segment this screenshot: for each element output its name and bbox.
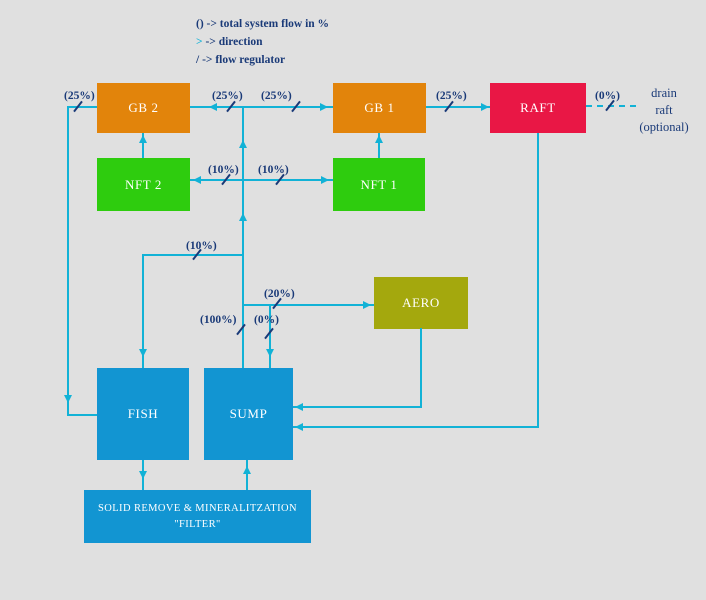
node-filter-label-line1: SOLID REMOVE & MINERALITZATION — [98, 502, 297, 514]
drain-note-line2: raft — [655, 103, 673, 117]
node-nft2-label: NFT 2 — [124, 176, 163, 192]
flow-arrow-into-fish-top — [139, 349, 147, 357]
flow-arrow-into-gb2 — [209, 103, 217, 111]
flow-label-sump-bypass: (0%) — [254, 314, 279, 326]
flow-arrow-into-nft1 — [321, 176, 329, 184]
pipe-gb2-return-bottom — [67, 414, 97, 416]
flow-arrow-filter-into-sump — [243, 466, 251, 474]
pipe-sump-riser — [242, 106, 244, 368]
legend-direction-row: > -> direction — [196, 33, 329, 51]
flow-arrow-bypass-into-sump — [266, 349, 274, 357]
flow-regulator-sump-pump — [236, 323, 246, 336]
pipe-nft2-gb2 — [142, 133, 144, 158]
flow-label-nft1-supply: (10%) — [258, 164, 289, 176]
pipe-fish-supply-top — [142, 254, 244, 256]
pipe-gb1-raft — [426, 106, 490, 108]
node-gb2: GB 2 — [97, 83, 190, 133]
node-fish-label: FISH — [127, 406, 159, 421]
node-nft1: NFT 1 — [333, 158, 425, 211]
flow-arrow-riser-upper — [239, 140, 247, 148]
pipe-aero-supply — [243, 304, 374, 306]
direction-arrow-icon: > — [196, 36, 203, 48]
flow-arrow-riser-lower — [239, 213, 247, 221]
node-nft2: NFT 2 — [97, 158, 190, 211]
node-nft1-label: NFT 1 — [360, 176, 398, 192]
pipe-nft2-nft1 — [190, 179, 333, 181]
drain-note-line3: (optional) — [639, 120, 689, 134]
flow-label-raft-supply: (25%) — [436, 90, 467, 102]
flow-arrow-into-nft2 — [193, 176, 201, 184]
node-aero-label: AERO — [402, 295, 440, 310]
node-filter-label: SOLID REMOVE & MINERALITZATION "FILTER" — [98, 501, 297, 533]
pipe-sump-bypass — [269, 304, 271, 368]
pipe-gb2-return-top — [67, 106, 97, 108]
legend-regulator-row: / -> flow regulator — [196, 51, 329, 69]
flow-arrow-into-aero — [363, 301, 371, 309]
legend-regulator-text: -> flow regulator — [202, 54, 286, 66]
legend-flow-row: () -> total system flow in % — [196, 15, 329, 33]
pipe-nft1-gb1 — [378, 133, 380, 158]
pipe-gb2-gb1 — [190, 106, 333, 108]
flow-label-gb2-supply: (25%) — [212, 90, 243, 102]
legend-direction-text: -> direction — [205, 36, 263, 48]
flow-arrow-aero-into-sump — [295, 403, 303, 411]
drain-note-line1: drain — [651, 86, 677, 100]
node-raft: RAFT — [490, 83, 586, 133]
node-gb1-label: GB 1 — [364, 100, 395, 115]
flow-label-fish-supply: (10%) — [186, 240, 217, 252]
flow-regulator-icon: / — [196, 54, 200, 66]
flow-arrow-nft2-to-gb2 — [139, 135, 147, 143]
node-aero: AERO — [374, 277, 468, 329]
flow-label-aero-supply: (20%) — [264, 288, 295, 300]
node-gb1: GB 1 — [333, 83, 426, 133]
legend: () -> total system flow in % > -> direct… — [196, 15, 329, 69]
flow-label-raft-drain: (0%) — [595, 90, 620, 102]
pipe-aero-to-sump — [293, 406, 422, 408]
node-filter: SOLID REMOVE & MINERALITZATION "FILTER" — [84, 490, 311, 543]
node-sump-label: SUMP — [229, 406, 268, 421]
flow-arrow-raft-into-sump — [295, 423, 303, 431]
flow-label-sump-pump: (100%) — [200, 314, 237, 326]
pipe-fish-supply-drop — [142, 254, 144, 368]
flow-arrow-into-raft — [481, 103, 489, 111]
flow-arrow-fish-into-filter — [139, 471, 147, 479]
pipe-aero-drop — [420, 328, 422, 408]
pipe-raft-to-sump — [293, 426, 539, 428]
node-fish: FISH — [97, 368, 189, 460]
node-sump: SUMP — [204, 368, 293, 460]
node-raft-label: RAFT — [520, 100, 556, 115]
pipe-raft-drain-dashed — [586, 105, 636, 107]
legend-flow-text: () -> total system flow in % — [196, 18, 330, 30]
flow-arrow-into-gb1 — [320, 103, 328, 111]
pipe-filter-sump — [246, 460, 248, 490]
node-filter-label-line2: "FILTER" — [174, 518, 221, 530]
pipe-gb2-return-drop — [67, 106, 69, 416]
node-gb2-label: GB 2 — [128, 100, 159, 115]
flow-label-gb1-supply: (25%) — [261, 90, 292, 102]
flow-label-gb2-return: (25%) — [64, 90, 95, 102]
flow-arrow-gb2-return-down — [64, 395, 72, 403]
pipe-raft-drop — [537, 133, 539, 428]
drain-note: drain raft (optional) — [630, 85, 698, 136]
flow-label-nft2-supply: (10%) — [208, 164, 239, 176]
flow-arrow-nft1-to-gb1 — [375, 135, 383, 143]
